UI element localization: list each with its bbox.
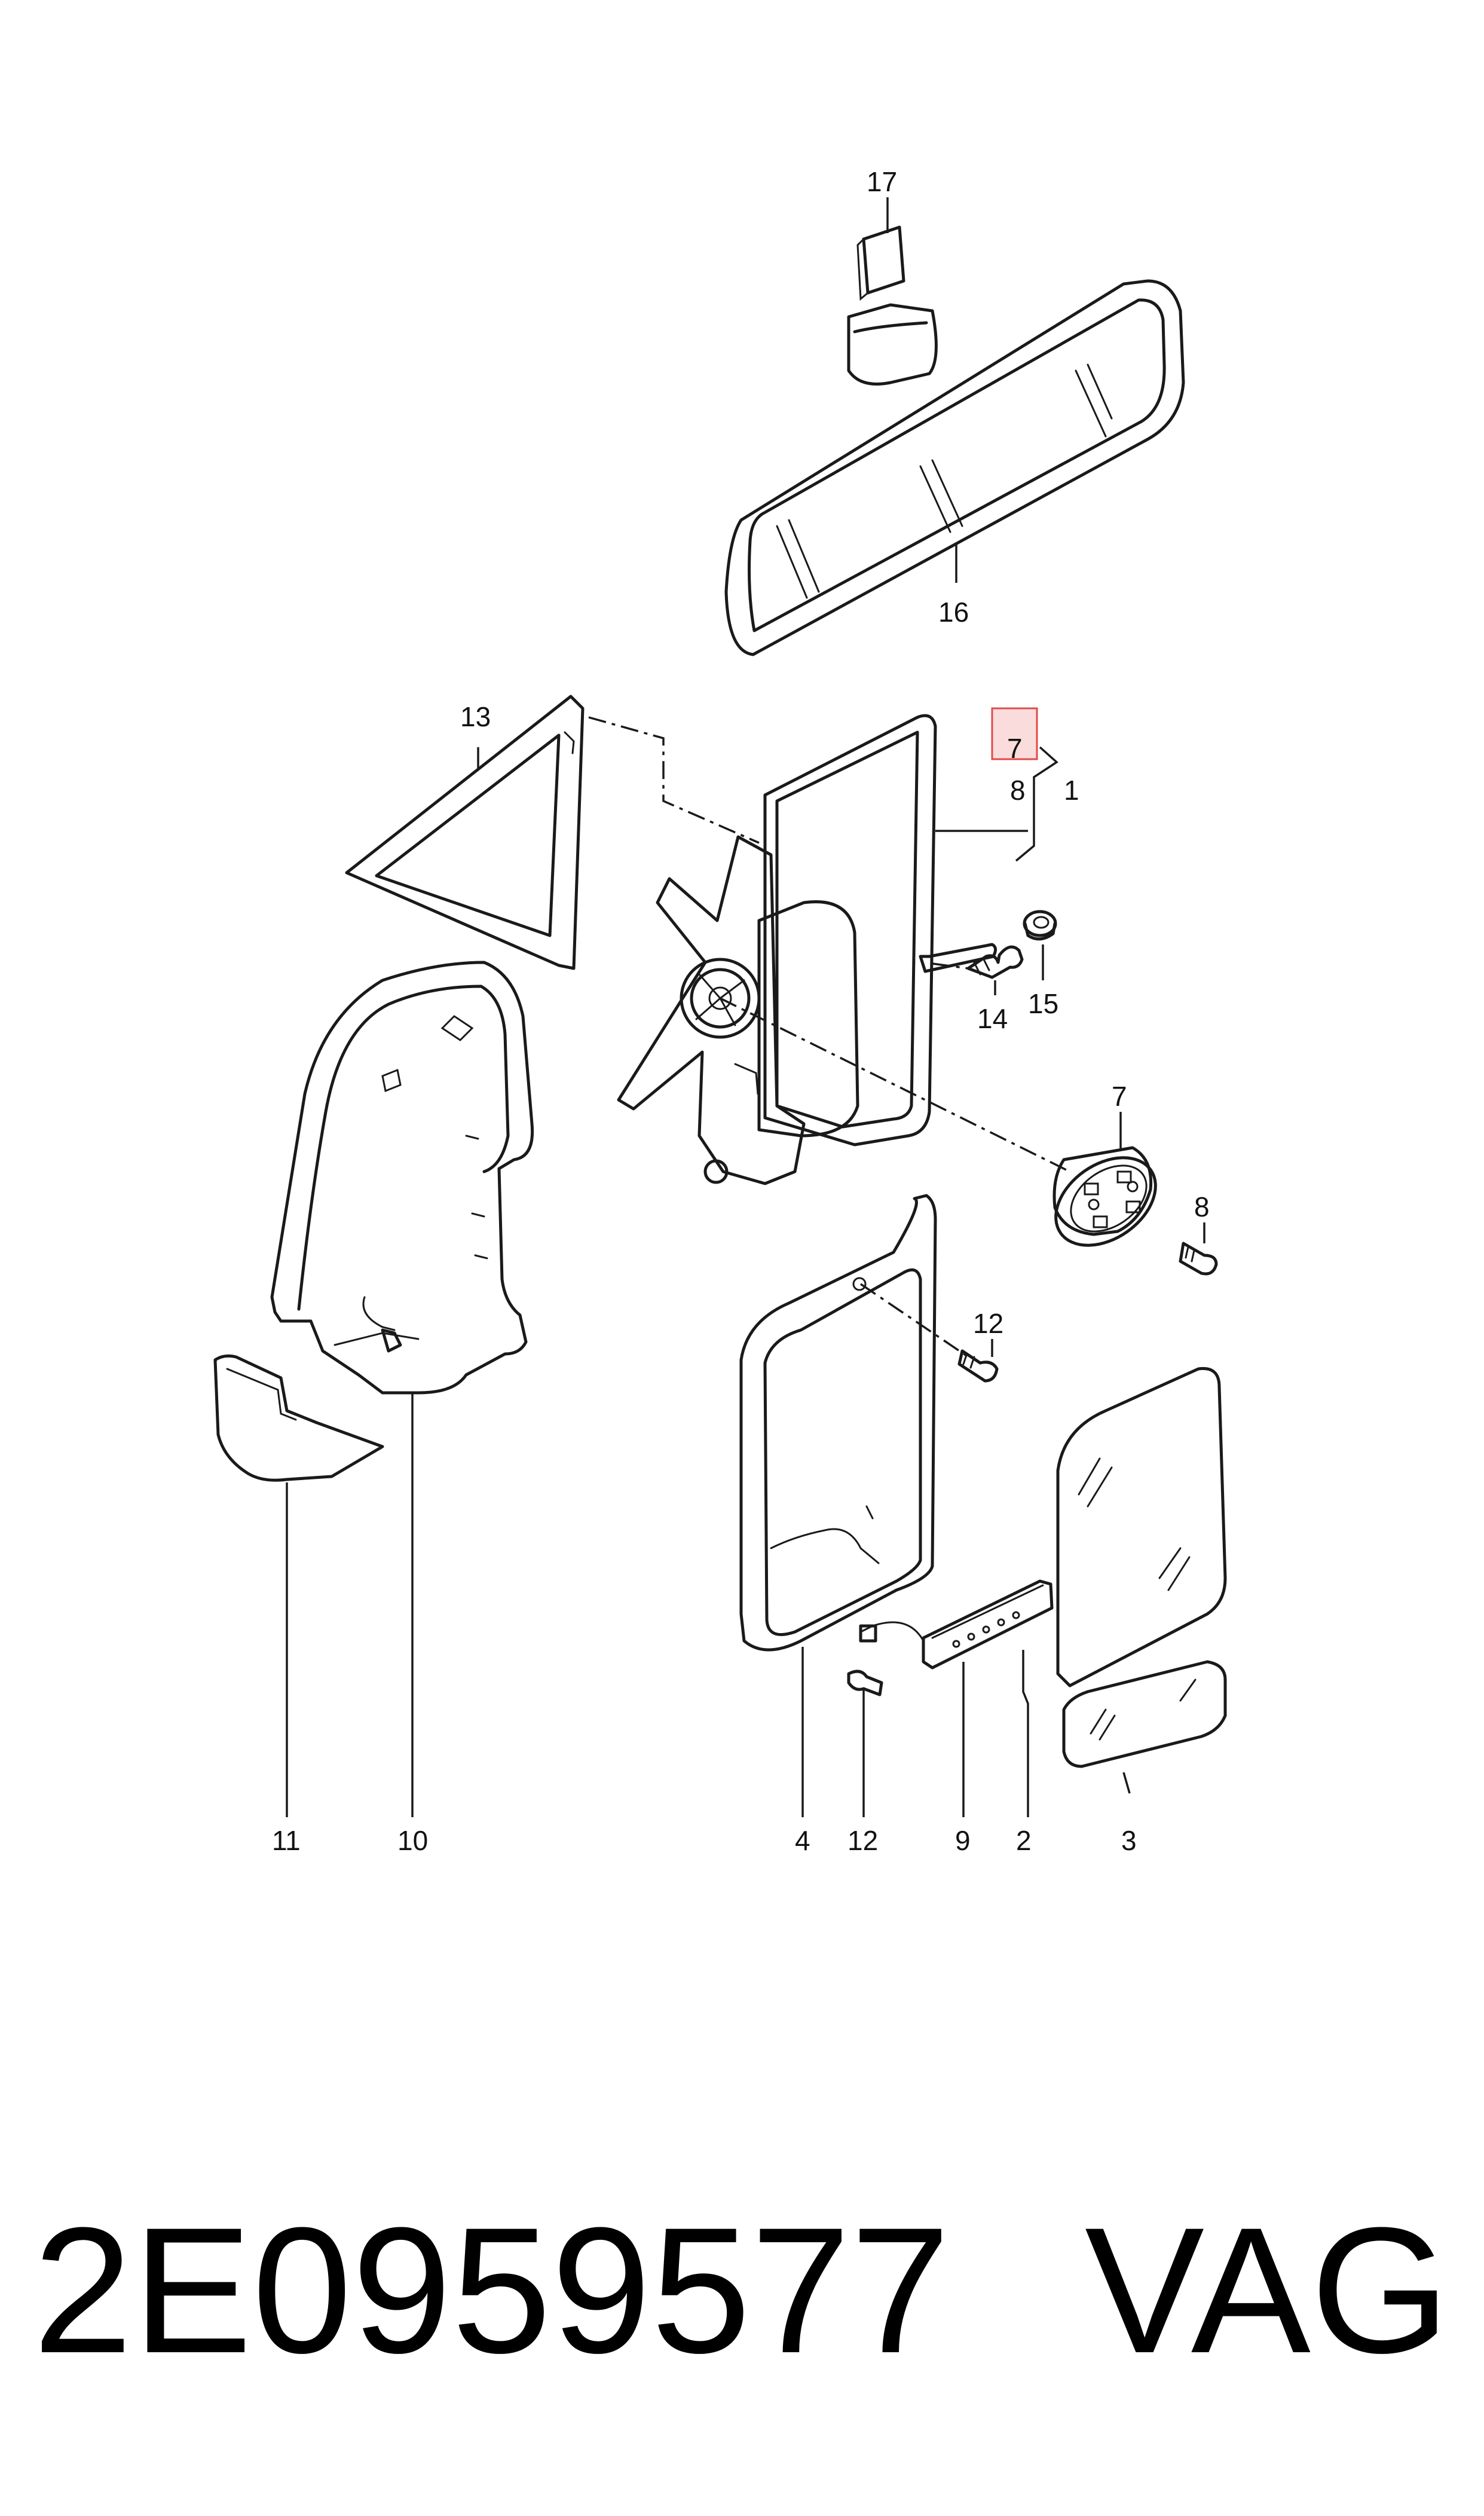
assembly-lines (588, 716, 1070, 1358)
callout-14: 14 (977, 1003, 1008, 1034)
part-15-nut (1023, 910, 1057, 941)
part-8-screw (1179, 1242, 1218, 1276)
callout-10: 10 (397, 1825, 428, 1856)
part-13-triangle-trim (345, 695, 585, 970)
callout-8-upper: 8 (1010, 775, 1026, 806)
part-17-cover (856, 225, 905, 301)
callout-16: 16 (938, 597, 969, 628)
callout-labels: 17 16 13 7 8 1 14 15 7 8 12 11 10 4 12 9… (272, 166, 1210, 1856)
part-14-screw (966, 945, 1024, 979)
part-16-interior-mirror (724, 279, 1185, 656)
footer: 2E0959577 VAG (33, 2190, 1450, 2390)
leader-lines (286, 197, 1205, 1817)
part-3-wide-angle-glass (1062, 1660, 1227, 1768)
part-number: 2E0959577 (33, 2190, 950, 2390)
part-11-lower-trim (213, 1354, 384, 1482)
callout-11: 11 (272, 1825, 301, 1856)
part-2-mirror-glass (1056, 1366, 1227, 1687)
highlight-box (991, 707, 1038, 760)
callout-7: 7 (1112, 1081, 1127, 1112)
callout-13: 13 (460, 701, 491, 732)
callout-7-highlighted: 7 (1007, 733, 1023, 764)
callout-3: 3 (1121, 1825, 1137, 1856)
part-12-screw-lower (847, 1670, 883, 1696)
callout-15: 15 (1028, 988, 1058, 1019)
callout-8: 8 (1194, 1191, 1210, 1222)
brand-name: VAG (1085, 2190, 1450, 2390)
callout-12-lower: 12 (847, 1825, 878, 1856)
callout-9: 9 (955, 1825, 971, 1856)
callout-1: 1 (1064, 775, 1079, 806)
callout-12-upper: 12 (973, 1308, 1003, 1339)
part-7-adjuster-drive (1052, 1146, 1157, 1247)
callout-2: 2 (1016, 1825, 1032, 1856)
part-10-housing-cover (270, 961, 534, 1395)
callout-17: 17 (867, 166, 897, 197)
part-4-mirror-frame (739, 1194, 937, 1652)
part-9-turn-signal (859, 1579, 1054, 1670)
part-1-mirror-housing (617, 714, 997, 1185)
callout-4: 4 (795, 1825, 810, 1856)
